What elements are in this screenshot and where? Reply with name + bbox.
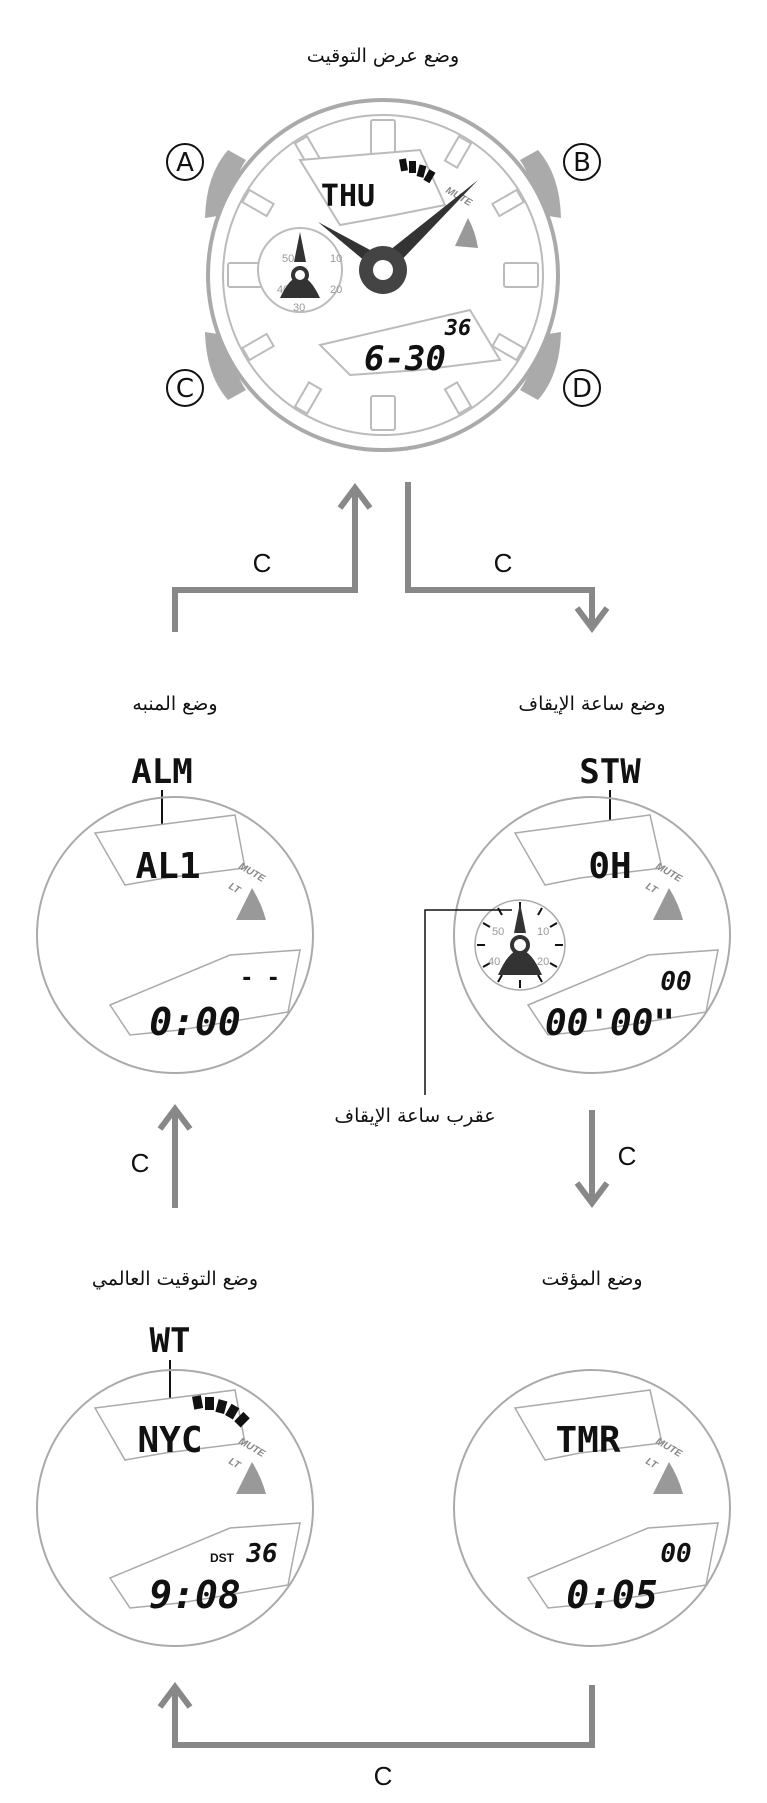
worldtime-bottom-display: 9:08 <box>149 1573 241 1617</box>
stopwatch-subdial-10: 10 <box>537 926 549 938</box>
stopwatch-top-window <box>513 814 663 886</box>
subdial-hand <box>294 232 306 262</box>
timer-mute-label: MUTE <box>654 1436 684 1460</box>
alarm-mode-code: ALM <box>131 752 192 792</box>
subdial-10: 10 <box>330 253 342 265</box>
arrow-label-left-mid-up: C <box>131 1148 150 1178</box>
top-lcd-text: THU <box>321 179 375 214</box>
stopwatch-mute-label: MUTE <box>654 861 684 885</box>
seconds-display: 36 <box>444 316 472 341</box>
subdial-30: 30 <box>293 302 305 314</box>
timer-bottom-small: 00 <box>660 1539 691 1569</box>
stopwatch-bottom-display: 00'00" <box>545 1003 675 1044</box>
button-c-label: C <box>176 374 194 404</box>
worldtime-bottom-small: 36 <box>245 1539 277 1569</box>
subdial-50: 50 <box>282 253 294 265</box>
arrow-alarm-to-timekeeping <box>172 483 373 632</box>
arrow-label-right-down: C <box>494 548 513 578</box>
timer-top-window <box>513 1389 663 1461</box>
alarm-watch-face <box>36 796 314 1074</box>
timer-watch-face <box>453 1369 731 1647</box>
worldtime-bottom-window <box>108 1522 301 1609</box>
worldtime-mute-indicator <box>236 1462 266 1494</box>
alarm-mode-title: وضع المنبه <box>132 693 217 715</box>
arrow-timer-to-worldtime <box>157 1682 595 1748</box>
top-lcd-window <box>298 148 447 227</box>
alarm-watch: AL1 MUTE LT 0:00 - - <box>36 796 314 1074</box>
worldtime-watch-face <box>36 1369 314 1647</box>
worldtime-dst-label: DST <box>210 1551 235 1565</box>
stopwatch-mode-title: وضع ساعة الإيقاف <box>518 693 665 715</box>
top-lcd-bar-indicator <box>399 158 436 184</box>
alarm-mute-indicator <box>236 888 266 920</box>
stopwatch-watch: 0H MUTE LT 50 10 40 20 00'00" 00 <box>453 796 731 1074</box>
timekeeping-mode-title: وضع عرض التوقيت <box>307 45 459 67</box>
worldtime-mute-label: MUTE <box>237 1436 267 1460</box>
arrow-label-right-mid-down: C <box>618 1141 637 1171</box>
arrow-label-left-up: C <box>253 548 272 578</box>
alarm-mute-label: MUTE <box>237 861 267 885</box>
button-d-shape[interactable] <box>520 332 561 400</box>
timer-top-display: TMR <box>555 1420 620 1461</box>
button-b-shape[interactable] <box>520 150 561 218</box>
stopwatch-subdial-40: 40 <box>488 956 500 968</box>
stopwatch-hand-pin <box>510 935 530 955</box>
timer-bottom-display: 0:05 <box>566 1573 658 1617</box>
worldtime-lt-label: LT <box>227 1456 243 1472</box>
alarm-top-window <box>93 814 246 886</box>
timer-watch: TMR MUTE LT 0:05 00 <box>453 1369 731 1647</box>
stopwatch-watch-face <box>453 796 731 1074</box>
timer-bottom-window <box>526 1522 719 1609</box>
stopwatch-hand-tail <box>498 950 542 975</box>
main-watch: THU MUTE 50 10 40 20 30 6-30 36 <box>205 98 561 452</box>
stopwatch-hand-label: عقرب ساعة الإيقاف <box>334 1105 495 1127</box>
stopwatch-mode-code: STW <box>579 752 641 792</box>
stopwatch-subdial-50: 50 <box>492 926 504 938</box>
alarm-bottom-window <box>108 949 301 1036</box>
stopwatch-bottom-window <box>526 949 719 1036</box>
arrow-timekeeping-to-stopwatch <box>405 482 610 633</box>
subdial-pin <box>291 266 309 284</box>
arrow-label-bottom: C <box>374 1761 393 1791</box>
subdial-20: 20 <box>330 284 342 296</box>
worldtime-bar-indicator <box>192 1395 250 1428</box>
bottom-lcd-window <box>318 308 502 377</box>
alarm-bottom-display: 0:00 <box>149 1000 241 1044</box>
subdial-hand-tail <box>280 276 320 298</box>
stopwatch-lt-label: LT <box>644 881 660 897</box>
timer-mode-title: وضع المؤقت <box>541 1268 642 1290</box>
watch-inner-ring <box>222 114 544 436</box>
stopwatch-mute-indicator <box>653 888 683 920</box>
worldtime-top-display: NYC <box>137 1420 202 1461</box>
button-b-label: B <box>573 148 591 178</box>
stopwatch-subdial-20: 20 <box>537 956 549 968</box>
stopwatch-bottom-small: 00 <box>660 967 691 997</box>
minute-hand <box>380 180 478 270</box>
button-c-shape[interactable] <box>205 332 246 400</box>
button-a-label: A <box>176 148 194 178</box>
stopwatch-top-display: 0H <box>588 846 631 887</box>
alarm-lt-label: LT <box>227 881 243 897</box>
mute-indicator <box>455 218 478 248</box>
stopwatch-hand <box>514 903 526 933</box>
date-display: 6-30 <box>364 339 446 379</box>
arrow-worldtime-to-alarm <box>157 1104 193 1208</box>
worldtime-mode-title: وضع التوقيت العالمي <box>92 1268 258 1290</box>
alarm-bottom-suffix: - - <box>240 966 280 991</box>
arrow-stopwatch-to-timer <box>574 1110 610 1208</box>
hour-markers <box>227 119 539 431</box>
center-pin <box>373 260 393 280</box>
timer-lt-label: LT <box>644 1456 660 1472</box>
stopwatch-hand-callout-line <box>424 909 512 1095</box>
stopwatch-subdial-ticks <box>477 902 563 988</box>
button-a-shape[interactable] <box>205 150 246 218</box>
worldtime-mode-code: WT <box>150 1321 191 1361</box>
button-labels: A B C D <box>166 143 601 407</box>
worldtime-watch: NYC MUTE LT 9:08 36 DST <box>36 1369 314 1647</box>
alarm-top-display: AL1 <box>135 846 200 887</box>
timer-mute-indicator <box>653 1462 683 1494</box>
button-d-label: D <box>572 374 592 404</box>
